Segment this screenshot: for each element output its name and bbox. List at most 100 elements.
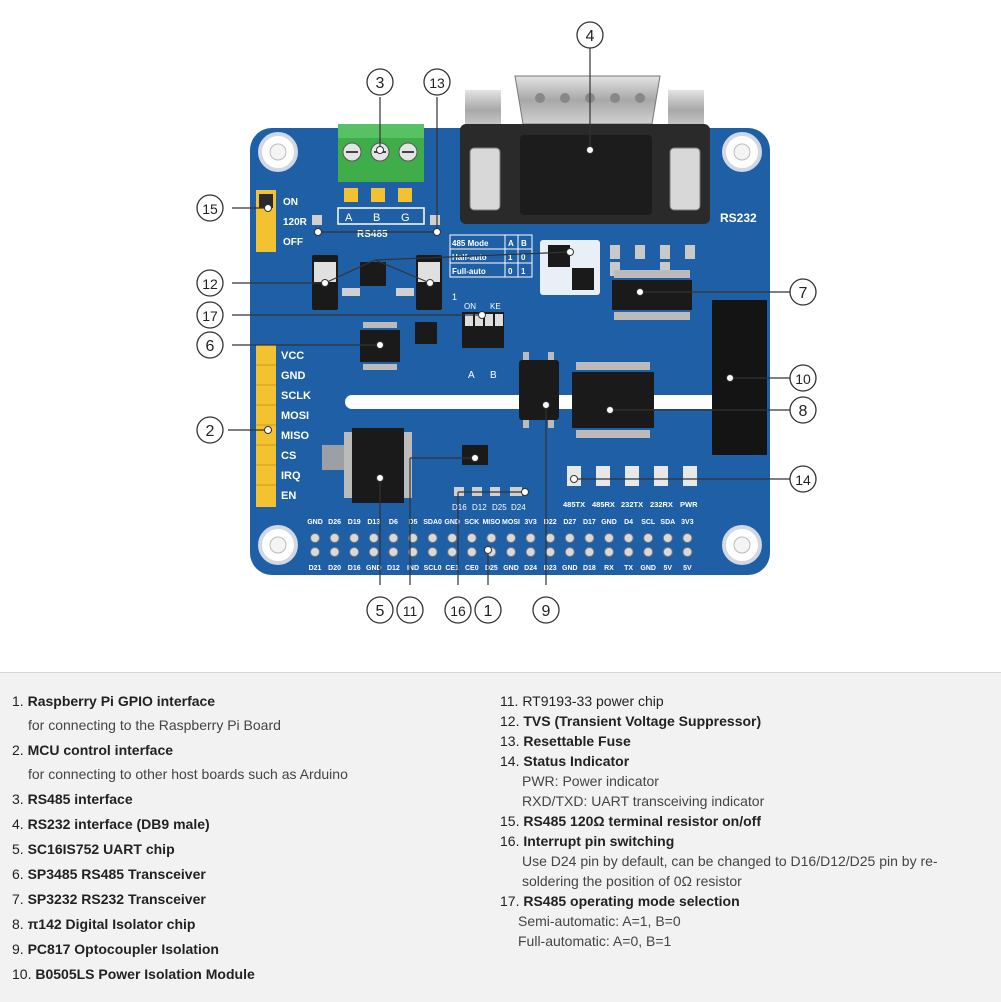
legend-item-description: RXD/TXD: UART transceiving indicator bbox=[522, 793, 765, 809]
rs485-label: RS485 bbox=[357, 229, 388, 240]
dip-a-label: A bbox=[468, 370, 475, 381]
dip-num-label: 1 bbox=[452, 292, 457, 302]
mcu-pin-irq: IRQ bbox=[281, 470, 301, 482]
gpio-pin-hole bbox=[643, 547, 654, 557]
legend-item-title: 14. Status Indicator bbox=[500, 751, 995, 771]
legend-item-title: 13. Resettable Fuse bbox=[500, 731, 995, 751]
legend-item-number: 16. bbox=[500, 833, 524, 849]
legend-item-title: 16. Interrupt pin switching bbox=[500, 831, 995, 851]
gpio-bottom-label: 5V bbox=[664, 565, 673, 572]
legend-item-number: 17. bbox=[500, 893, 524, 909]
legend-item: 8. π142 Digital Isolator chip bbox=[12, 914, 482, 934]
callout-7: 7 bbox=[799, 285, 808, 302]
int-pin-d25: D25 bbox=[492, 503, 507, 512]
gpio-top-label: SCK bbox=[464, 519, 479, 526]
callout-2: 2 bbox=[206, 423, 215, 440]
gpio-top-label: SCL bbox=[641, 519, 656, 526]
mcu-header bbox=[256, 345, 276, 507]
callout-lines bbox=[228, 47, 790, 585]
led-pwr-label: PWR bbox=[680, 500, 698, 509]
legend-item-label: RS485 120Ω terminal resistor on/off bbox=[523, 813, 761, 829]
mcu-pin-miso: MISO bbox=[281, 430, 310, 442]
gpio-top-label: D27 bbox=[563, 519, 576, 526]
legend-item-number: 15. bbox=[500, 813, 524, 829]
sp3485-chip bbox=[360, 322, 437, 370]
gpio-pin-hole bbox=[682, 533, 693, 543]
callout-9: 9 bbox=[542, 603, 551, 620]
gpio-top-label: D6 bbox=[389, 519, 398, 526]
gpio-pin-hole bbox=[310, 547, 320, 557]
gpio-pin-hole bbox=[506, 547, 516, 557]
int-pin-d24: D24 bbox=[511, 503, 526, 512]
gpio-bottom-label: D16 bbox=[348, 565, 361, 572]
gpio-bottom-label: D18 bbox=[583, 565, 596, 572]
gpio-top-label: 3V3 bbox=[524, 519, 537, 526]
legend-item-number: 12. bbox=[500, 713, 524, 729]
gpio-top-label: MOSI bbox=[502, 519, 520, 526]
terminal-b-label: B bbox=[373, 212, 380, 224]
gpio-pin-hole bbox=[662, 547, 673, 557]
gpio-pin-hole bbox=[329, 533, 340, 543]
jumper-120r-label: 120R bbox=[283, 217, 308, 228]
gpio-pin-hole bbox=[506, 533, 516, 543]
int-pin-d16: D16 bbox=[452, 503, 467, 512]
gpio-bottom-label: GND bbox=[366, 565, 382, 572]
legend-item-title: 8. π142 Digital Isolator chip bbox=[12, 914, 482, 934]
gpio-top-label: MISO bbox=[482, 519, 500, 526]
sc16is752-chip bbox=[322, 428, 488, 503]
legend-item-label: Raspberry Pi GPIO interface bbox=[27, 693, 216, 709]
legend-item-label: Interrupt pin switching bbox=[523, 833, 675, 849]
gpio-holes bbox=[310, 533, 693, 557]
board-diagram: RS232 A B G RS485 ON 120R OFF 485 Mode A… bbox=[196, 21, 817, 624]
dip-b-label: B bbox=[490, 370, 497, 381]
gpio-pin-hole bbox=[486, 533, 497, 543]
mcu-pin-sclk: SCLK bbox=[281, 390, 311, 402]
rs485-terminal bbox=[337, 124, 425, 225]
legend-item-number: 9. bbox=[12, 941, 28, 957]
jumper-on-label: ON bbox=[283, 197, 298, 208]
legend-item-label: B0505LS Power Isolation Module bbox=[35, 966, 255, 982]
mcu-pin-mosi: MOSI bbox=[281, 410, 309, 422]
gpio-pin-hole bbox=[447, 547, 458, 557]
legend-item-title: 5. SC16IS752 UART chip bbox=[12, 839, 482, 859]
legend-item-number: 14. bbox=[500, 753, 524, 769]
gpio-pin-hole bbox=[408, 533, 418, 543]
callout-numbers: 1 2 3 4 5 6 7 8 9 10 11 12 13 14 15 16 1… bbox=[202, 28, 811, 620]
gpio-bottom-label: 5V bbox=[683, 565, 692, 572]
legend-item-title: 12. TVS (Transient Voltage Suppressor) bbox=[500, 711, 995, 731]
legend-item-number: 8. bbox=[12, 916, 28, 932]
gpio-pin-hole bbox=[545, 547, 556, 557]
terminal-g-label: G bbox=[401, 212, 410, 224]
legend-item-label: SP3232 RS232 Transceiver bbox=[27, 891, 206, 907]
pi142-chip bbox=[572, 362, 654, 438]
mode-table-r2c2: 1 bbox=[521, 267, 526, 276]
legend-item: 4. RS232 interface (DB9 male) bbox=[12, 814, 482, 834]
legend-item: 3. RS485 interface bbox=[12, 789, 482, 809]
gpio-bottom-label: CE0 bbox=[465, 565, 479, 572]
gpio-pin-hole bbox=[584, 547, 595, 557]
gpio-pin-hole bbox=[388, 533, 399, 543]
dip-ke-label: KE bbox=[490, 302, 501, 311]
gpio-pin-hole bbox=[604, 547, 614, 557]
gpio-bottom-label: IND bbox=[407, 565, 419, 572]
mode-table-r1c1: 1 bbox=[508, 253, 513, 262]
callout-17: 17 bbox=[202, 308, 218, 324]
legend-item-label: SP3485 RS485 Transceiver bbox=[27, 866, 206, 882]
legend-item-title: 3. RS485 interface bbox=[12, 789, 482, 809]
legend-item-label: RT9193-33 power chip bbox=[522, 693, 664, 709]
gpio-pin-hole bbox=[564, 533, 575, 543]
legend-item-label: RS232 interface (DB9 male) bbox=[27, 816, 210, 832]
int-pin-d12: D12 bbox=[472, 503, 487, 512]
gpio-top-label: D22 bbox=[544, 519, 557, 526]
gpio-pin-hole bbox=[564, 547, 575, 557]
callout-11: 11 bbox=[403, 603, 418, 619]
gpio-pin-hole bbox=[349, 547, 360, 557]
gpio-pin-hole bbox=[310, 533, 320, 543]
legend-item: 15. RS485 120Ω terminal resistor on/off bbox=[500, 811, 995, 831]
gpio-bottom-label: CE1 bbox=[445, 565, 459, 572]
mode-table-r2c1: 0 bbox=[508, 267, 513, 276]
